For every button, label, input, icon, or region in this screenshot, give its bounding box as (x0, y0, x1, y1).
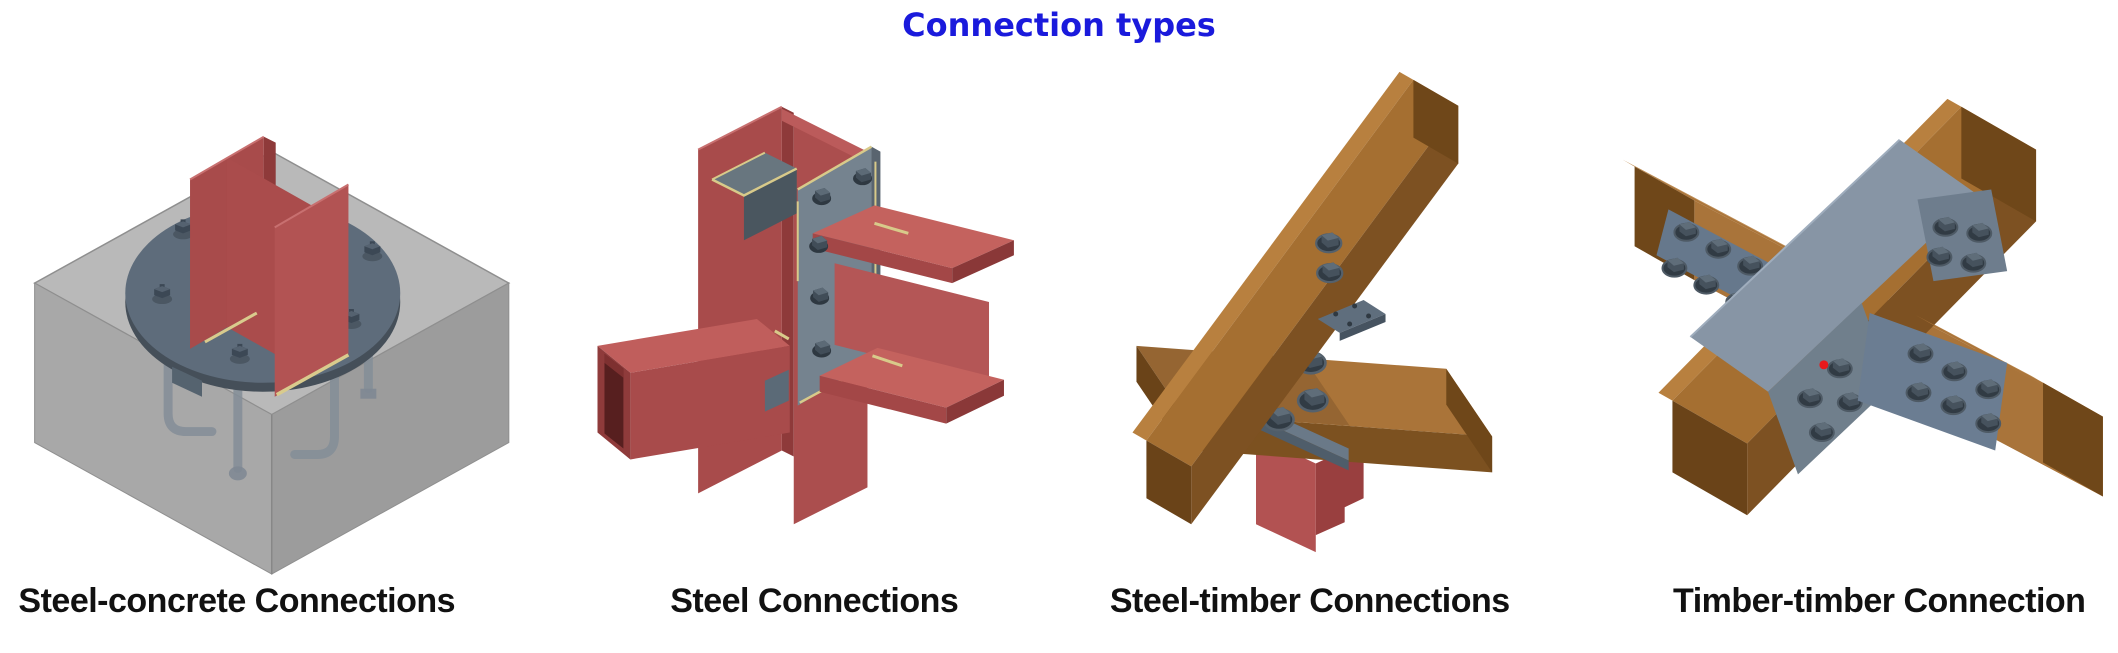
anchor-head (228, 466, 247, 481)
bearing-plate (1317, 300, 1386, 341)
caption-timber-timber: Timber-timber Connection (1673, 582, 2086, 620)
anchor-j-bolts (163, 344, 373, 473)
caption-steel-timber: Steel-timber Connections (1109, 582, 1510, 620)
washer-plate (172, 366, 202, 397)
caption-steel: Steel Connections (670, 582, 959, 620)
caption-steel-concrete: Steel-concrete Connections (18, 582, 456, 620)
seat-bracket (764, 369, 789, 412)
page-title: Connection types (902, 6, 1216, 44)
weld-lines (204, 311, 350, 397)
figure-steel-concrete: Steel-concrete Connections (0, 52, 530, 621)
steel-column-support (1256, 435, 1364, 553)
steel-beam-right (812, 205, 1014, 424)
steel-timber-illustration (1132, 71, 1493, 553)
splice-plate-right (1857, 313, 2007, 451)
steel-column (189, 135, 349, 397)
central-gusset-plate (1689, 138, 2007, 475)
red-marker-dot (1818, 360, 1828, 370)
anchor-nut (360, 388, 377, 399)
timber-beam-diagonal (1132, 71, 1459, 525)
timber-timber-illustration (1622, 98, 2103, 516)
shs-beam-left (596, 318, 790, 460)
figure-steel-timber: Steel-timber Connections (1059, 52, 1589, 621)
steel-illustration (596, 105, 1014, 525)
steel-concrete-illustration (33, 135, 511, 575)
stiffener-plate (711, 151, 797, 241)
figure-row: Steel-concrete Connections (0, 52, 2118, 621)
timber-beam-right-arm (1915, 315, 2103, 497)
figure-timber-timber: Timber-timber Connection (1589, 52, 2118, 621)
figure-steel: Steel Connections (530, 52, 1060, 621)
